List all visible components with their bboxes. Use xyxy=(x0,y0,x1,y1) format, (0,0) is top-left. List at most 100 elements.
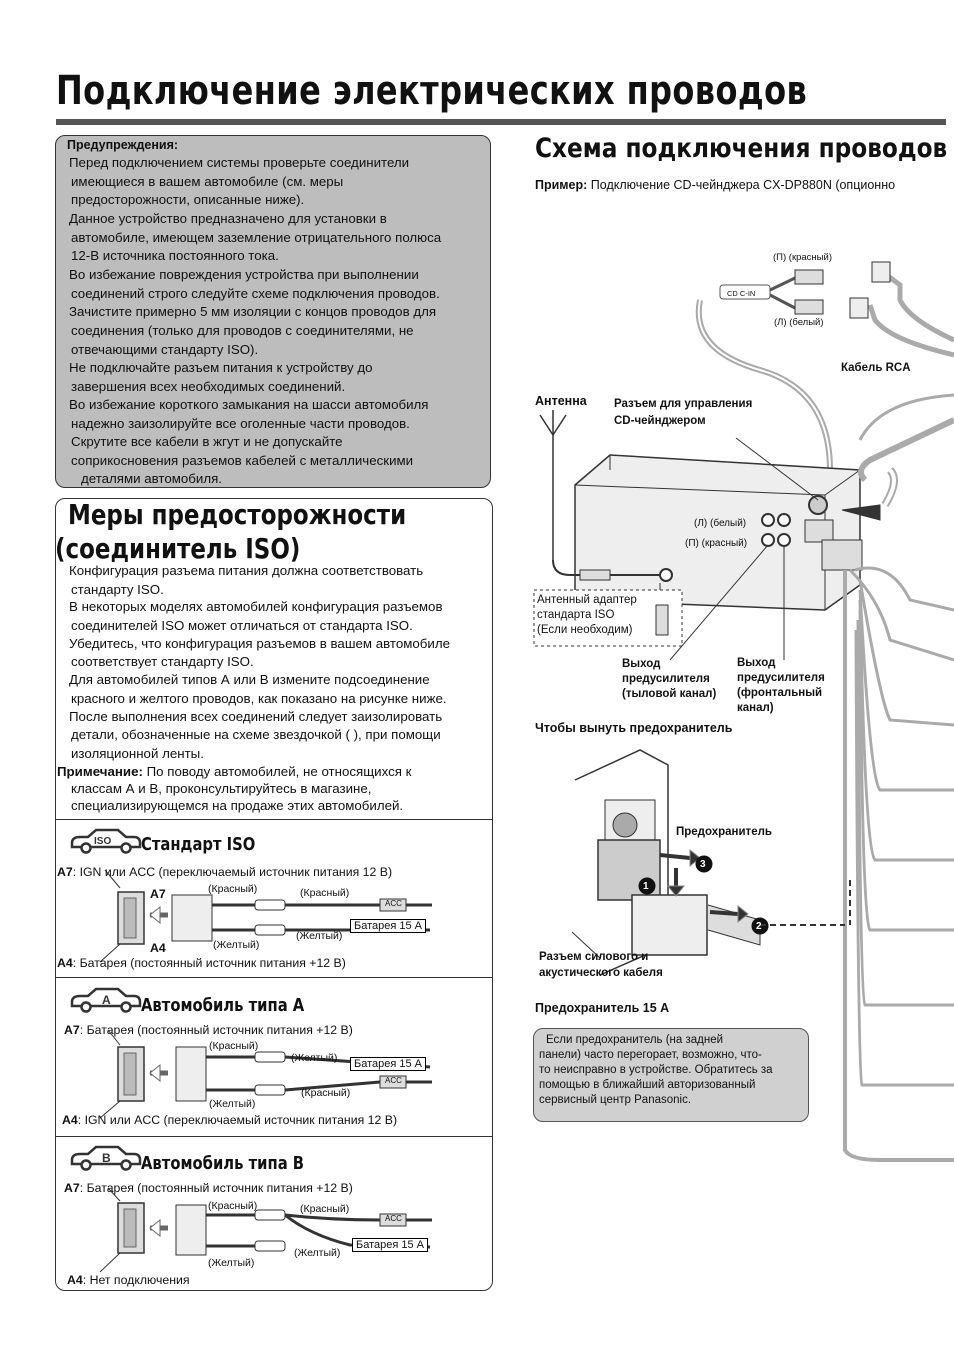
fuse-remove-heading: Чтобы вынуть предохранитель xyxy=(535,721,733,735)
warnings-heading: Предупреждения: xyxy=(67,138,179,152)
adapter-label-3: (Если необходим) xyxy=(537,624,633,636)
warning-line: завершения всех необходимых соединений. xyxy=(71,379,346,394)
rca-left-white: (Л) (белый) xyxy=(774,317,824,328)
precautions-subtitle: (соединитель ISO) xyxy=(55,532,301,565)
type-b-a4-text: : Нет подключения xyxy=(82,1273,190,1287)
cd-control-label-1: Разъем для управления xyxy=(614,398,753,410)
precaution-line: Убедитесь, что конфигурация разъемов в в… xyxy=(69,636,450,651)
iso-a4-pin: A4 xyxy=(150,941,166,955)
type-b-battery-label: Батарея 15 А xyxy=(352,1238,429,1252)
power-connector-label-2: акустического кабеля xyxy=(539,967,663,979)
type-a-badge: A xyxy=(102,993,111,1007)
precautions-title: Меры предосторожности xyxy=(68,498,407,531)
type-a-battery-label: Батарея 15 А xyxy=(350,1057,427,1071)
note-line: классам А и В, проконсультируйтесь в маг… xyxy=(71,781,372,796)
type-b-diagram xyxy=(70,1145,432,1273)
type-b-badge: B xyxy=(102,1151,111,1165)
precaution-line: изоляционной ленты. xyxy=(71,746,204,761)
wiring-diagram xyxy=(533,261,954,1162)
iso-diagram xyxy=(70,828,432,963)
warning-line: имеющиеся в вашем автомобиле (см. меры xyxy=(71,174,344,189)
step-1-label: 1 xyxy=(643,881,649,892)
type-b-yellow-left: (Желтый) xyxy=(208,1257,255,1269)
precaution-line: Конфигурация разъема питания должна соот… xyxy=(69,563,424,578)
note-line: Примечание: По поводу автомобилей, не от… xyxy=(57,763,411,781)
type-a-a7-text: : Батарея (постоянный источник питания +… xyxy=(79,1023,353,1037)
warning-line: автомобиле, имеющем заземление отрицател… xyxy=(71,230,442,245)
warning-line: Во избежание короткого замыкания на шасс… xyxy=(69,397,429,412)
type-a-a4-label: A4 xyxy=(62,1113,78,1127)
note-text: По поводу автомобилей, не относящихся к xyxy=(142,764,412,779)
type-a-yellow-left: (Желтый) xyxy=(209,1098,256,1110)
fuse-note-line: панели) часто перегорает, возможно, что- xyxy=(539,1049,762,1061)
page-title: Подключение электрических проводов xyxy=(56,68,808,114)
antenna-label: Антенна xyxy=(535,394,587,408)
fuse-note-line: помощью в ближайший авторизованный xyxy=(539,1079,756,1091)
rear-out-label-1: Выход xyxy=(622,658,661,670)
schema-example: Пример: Подключение CD-чейнджера CX-DP88… xyxy=(535,178,895,193)
warning-line: соединения (только для проводов с соедин… xyxy=(71,323,414,338)
type-a-a7-label: A7 xyxy=(64,1023,80,1037)
iso-a7-label: A7 xyxy=(57,865,73,879)
warning-line: соединений строго следуйте схеме подключ… xyxy=(71,286,440,301)
fuse-label: Предохранитель xyxy=(676,826,772,838)
cdc-in-label: CD C-IN xyxy=(727,289,756,298)
warning-line: деталями автомобиля. xyxy=(81,471,223,486)
iso-a4-line: A4: Батарея (постоянный источник питания… xyxy=(57,956,346,970)
warning-line: соприкосновения разъемов кабелей с метал… xyxy=(71,453,414,468)
step-2-label: 2 xyxy=(756,921,762,932)
type-b-section-title: Автомобиль типа В xyxy=(141,1153,305,1174)
warning-line: предосторожности, описанные ниже). xyxy=(71,192,305,207)
adapter-label-2: стандарта ISO xyxy=(537,609,615,621)
step-3-label: 3 xyxy=(700,859,706,870)
precaution-line: Для автомобилей типов А или В измените п… xyxy=(69,672,430,687)
type-b-a7-text: : Батарея (постоянный источник питания +… xyxy=(79,1181,353,1195)
warning-line: надежно заизолируйте все оголенные части… xyxy=(71,416,410,431)
precaution-line: В некоторых моделях автомобилей конфигур… xyxy=(69,599,443,614)
fuse-note-line: то неисправно в устройстве. Обратитесь з… xyxy=(539,1064,773,1076)
fuse-note-line: Если предохранитель (на задней xyxy=(546,1034,724,1046)
front-out-label-4: канал) xyxy=(737,702,774,714)
iso-acc-label: ACC xyxy=(385,899,402,908)
precaution-line: соединителей ISO может отличаться от ста… xyxy=(71,618,413,633)
iso-a7-pin: A7 xyxy=(150,887,166,901)
type-b-a4-line: A4: Нет подключения xyxy=(67,1273,190,1287)
type-a-red-right: (Красный) xyxy=(301,1087,351,1099)
schema-example-label: Пример: xyxy=(535,178,588,192)
power-connector-label-1: Разъем силового и xyxy=(539,951,649,963)
section-divider xyxy=(55,819,493,820)
unit-l-white: (Л) (белый) xyxy=(694,518,747,529)
precaution-line: стандарту ISO. xyxy=(71,582,164,597)
title-rule xyxy=(56,119,946,125)
section-divider xyxy=(55,977,493,978)
warning-line: Скрутите все кабели в жгут и не допускай… xyxy=(71,434,343,449)
iso-red-left: (Красный) xyxy=(208,883,258,895)
warning-line: Во избежание повреждения устройства при … xyxy=(69,267,419,282)
warning-line: Данное устройство предназначено для уста… xyxy=(69,211,387,226)
warning-line: Перед подключением системы проверьте сое… xyxy=(69,155,410,170)
warnings-box xyxy=(55,135,491,488)
schema-title: Схема подключения проводов xyxy=(535,133,948,164)
warning-line: 12-В источника постоянного тока. xyxy=(71,248,279,263)
note-label: Примечание: xyxy=(57,764,143,779)
type-a-a4-line: A4: IGN или ACC (переключаемый источник … xyxy=(62,1113,397,1127)
type-b-red-right: (Красный) xyxy=(300,1203,350,1215)
precautions-box xyxy=(55,498,493,1291)
type-a-a4-text: : IGN или ACC (переключаемый источник пи… xyxy=(77,1113,398,1127)
rca-cable-label: Кабель RCA xyxy=(841,362,911,374)
type-b-a7-line: A7: Батарея (постоянный источник питания… xyxy=(64,1181,353,1195)
type-a-acc-label: ACC xyxy=(385,1076,402,1085)
front-out-label-2: предусилителя xyxy=(737,672,825,684)
unit-r-red: (П) (красный) xyxy=(685,538,748,549)
type-b-red-left: (Красный) xyxy=(208,1200,258,1212)
precaution-line: соответствует стандарту ISO. xyxy=(71,654,254,669)
iso-red-right: (Красный) xyxy=(300,887,350,899)
iso-battery-label: Батарея 15 А xyxy=(350,919,427,933)
type-a-yellow-right: (Желтый) xyxy=(291,1052,338,1064)
precaution-line: После выполнения всех соединений следует… xyxy=(69,709,443,724)
type-a-red-left: (Красный) xyxy=(209,1040,259,1052)
front-out-label-3: (фронтальный xyxy=(737,687,823,699)
warning-line: Зачистите примерно 5 мм изоляции с концо… xyxy=(69,304,437,319)
precaution-line: детали, обозначенные на схеме звездочкой… xyxy=(71,727,441,742)
